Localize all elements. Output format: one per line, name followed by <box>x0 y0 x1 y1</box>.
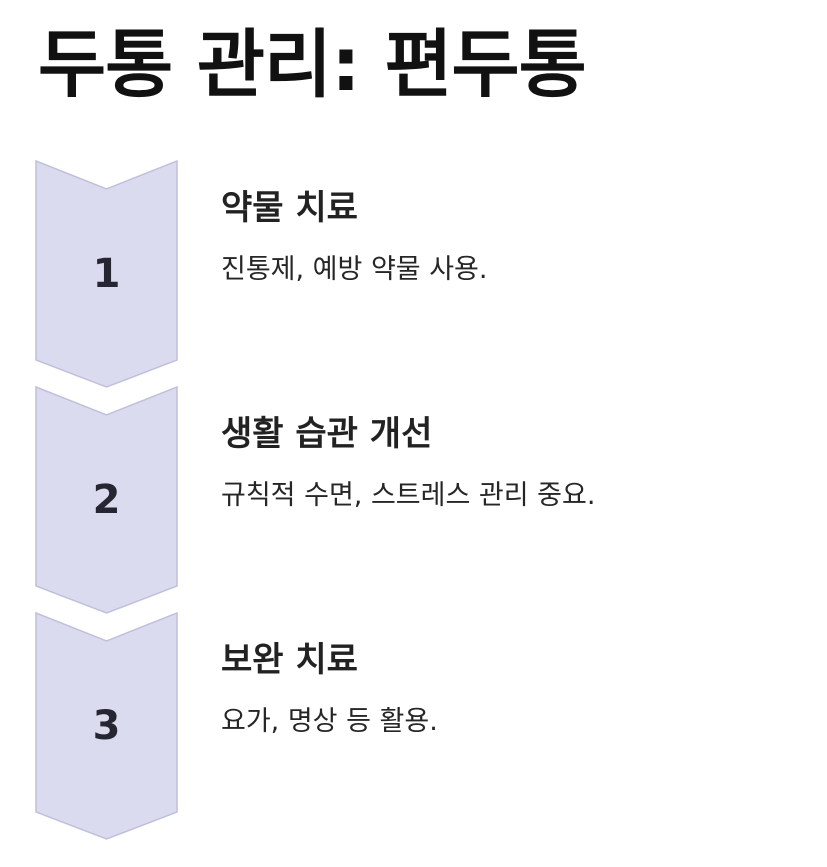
step-2: 2 생활 습관 개선 규칙적 수면, 스트레스 관리 중요. <box>0 385 827 614</box>
step-1: 1 약물 치료 진통제, 예방 약물 사용. <box>0 159 827 388</box>
step-description: 규칙적 수면, 스트레스 관리 중요. <box>221 480 596 511</box>
chevron-shape <box>35 385 178 614</box>
chevron-shape <box>35 159 178 388</box>
step-description: 진통제, 예방 약물 사용. <box>221 254 488 285</box>
step-title: 약물 치료 <box>221 188 358 228</box>
page-title: 두통 관리: 편두통 <box>38 22 587 108</box>
step-title: 생활 습관 개선 <box>221 414 433 454</box>
chevron-shape <box>35 611 178 840</box>
step-3: 3 보완 치료 요가, 명상 등 활용. <box>0 611 827 840</box>
step-title: 보완 치료 <box>221 640 358 680</box>
step-number: 1 <box>92 251 121 297</box>
step-number: 3 <box>92 703 121 749</box>
step-number: 2 <box>92 477 121 523</box>
step-description: 요가, 명상 등 활용. <box>221 706 438 737</box>
